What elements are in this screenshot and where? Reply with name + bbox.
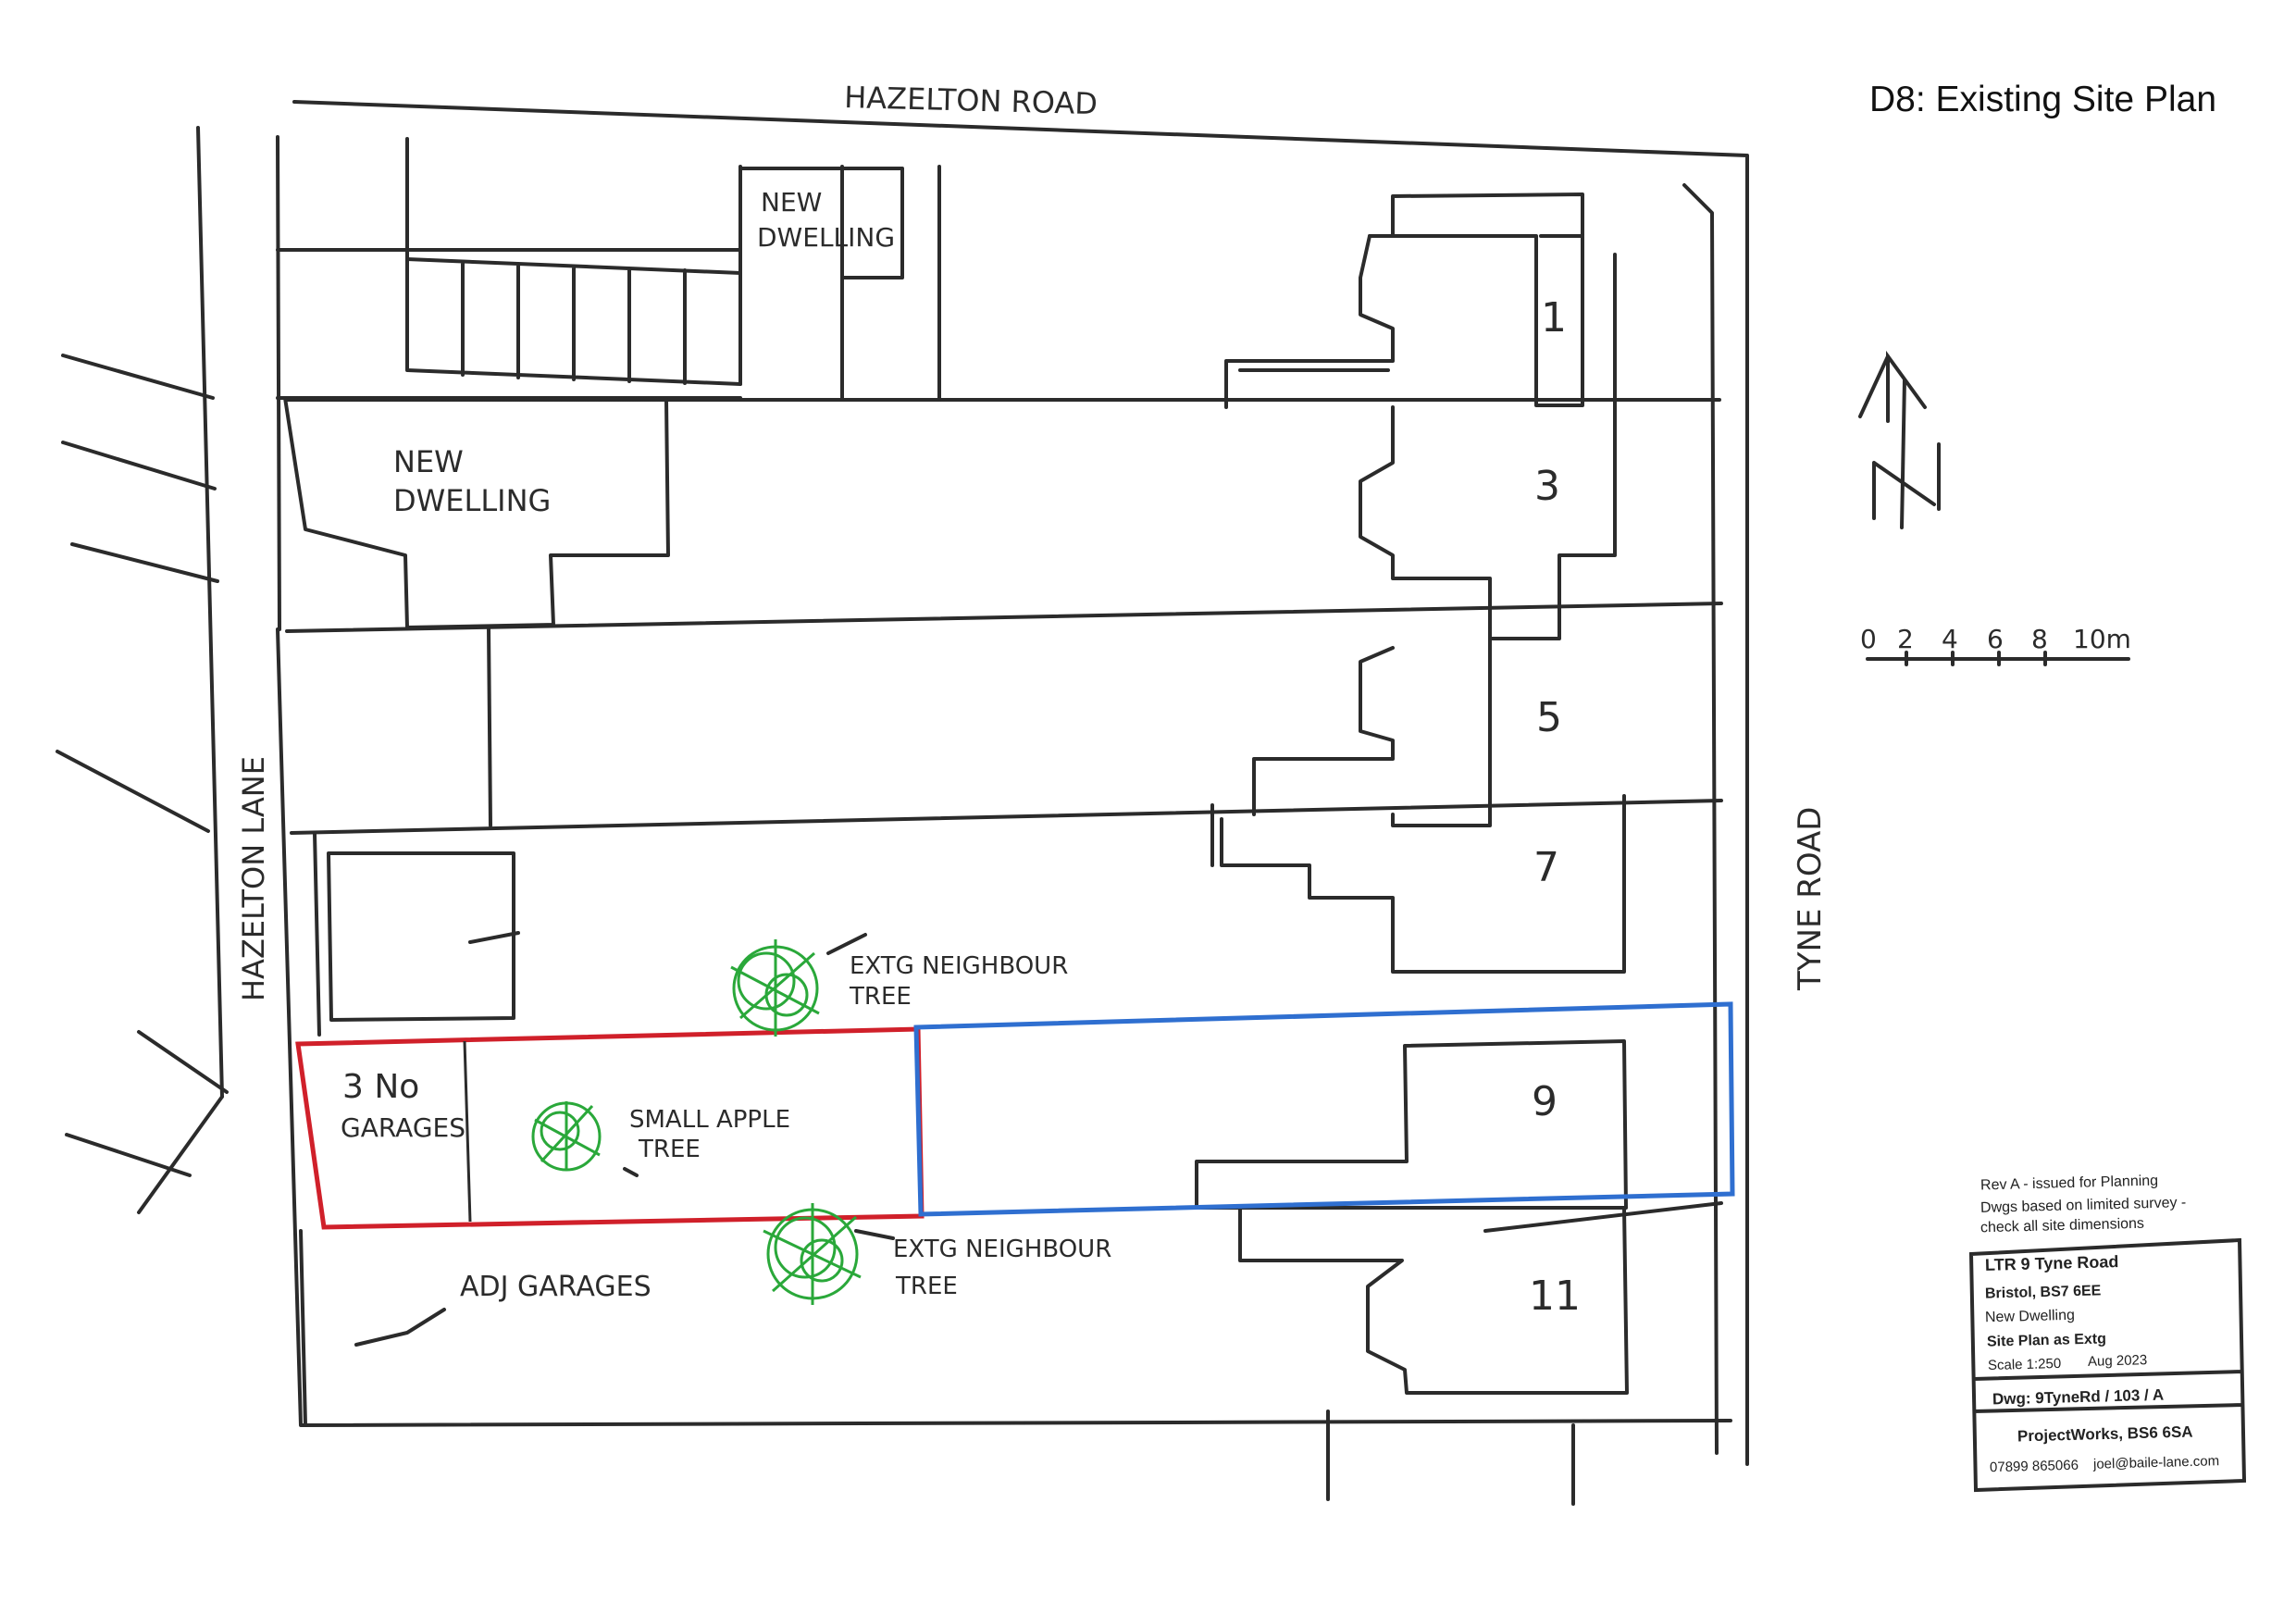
house-5-7: [1210, 627, 1626, 974]
label-neighbour-tree-top-1: EXTG NEIGHBOUR: [850, 952, 1068, 980]
apple-tree: [531, 1101, 602, 1172]
scale-tick-2: 2: [1897, 624, 1914, 654]
tb-scale: Scale 1:250: [1987, 1355, 2062, 1374]
label-neighbour-tree-bottom-2: TREE: [895, 1273, 958, 1300]
house-number-9: 9: [1532, 1078, 1558, 1125]
label-neighbour-tree-bottom-1: EXTG NEIGHBOUR: [893, 1236, 1111, 1263]
title-block-frame: [1968, 1237, 2247, 1493]
label-new-dwelling-left-2: DWELLING: [393, 483, 551, 518]
page-title: D8: Existing Site Plan: [1869, 80, 2217, 119]
leader-apple-tree: [623, 1167, 639, 1177]
site-outer-boundary: [276, 135, 1732, 1427]
house-number-3: 3: [1534, 463, 1560, 510]
scale-tick-0: 0: [1860, 624, 1877, 654]
south-frontage: [1326, 1410, 1575, 1506]
north-label: N: [1877, 534, 1881, 540]
leader-adj-garages: [354, 1308, 446, 1347]
scale-tick-8: 8: [2031, 624, 2048, 654]
label-garages-2: GARAGES: [341, 1112, 465, 1143]
house-number-5: 5: [1536, 694, 1562, 741]
house-number-11: 11: [1529, 1273, 1581, 1320]
scale-tick-6: 6: [1987, 624, 2004, 654]
house-9: [1195, 1039, 1628, 1210]
lane-diagonals: [56, 354, 229, 1177]
road-edge-hazelton-road: [292, 100, 1749, 1466]
road-edge-hazelton-lane: [137, 126, 224, 1214]
label-new-dwelling-top-1: NEW: [761, 187, 822, 217]
lane-fence: [313, 626, 515, 1037]
house-11: [1238, 1206, 1629, 1395]
label-neighbour-tree-top-2: TREE: [849, 983, 912, 1011]
garages-divider: [463, 1040, 472, 1223]
neighbour-tree-top: [730, 939, 820, 1037]
label-apple-tree-1: SMALL APPLE: [629, 1106, 790, 1134]
house-1: [1238, 234, 1584, 372]
tb-email: joel@baile-lane.com: [2092, 1453, 2220, 1472]
tb-project: LTR 9 Tyne Road: [1984, 1252, 2119, 1274]
scale-tick-4: 4: [1942, 624, 1958, 654]
upper-stalls: [405, 257, 742, 386]
label-apple-tree-2: TREE: [638, 1136, 701, 1163]
leader-neighbour-tree-bottom: [854, 1229, 895, 1240]
road-label-west: HAZELTON LANE: [236, 756, 271, 1001]
tb-desc: New Dwelling: [1984, 1307, 2076, 1326]
post-dot: [468, 931, 520, 944]
tb-sheet: Site Plan as Extg: [1986, 1331, 2107, 1350]
scale-bar: [1866, 651, 2130, 666]
label-garages-1: 3 No: [342, 1068, 419, 1106]
house-1-3-5-7: [1224, 192, 1617, 640]
road-edge-tyne-road: [1682, 183, 1719, 1455]
plot-line-5: [299, 1201, 1723, 1427]
road-label-north: HAZELTON ROAD: [844, 80, 1098, 121]
neighbour-tree-bottom: [763, 1203, 862, 1305]
label-adj-garages: ADJ GARAGES: [460, 1271, 652, 1303]
label-new-dwelling-left-1: NEW: [393, 444, 464, 479]
leader-neighbour-tree-top: [826, 933, 867, 955]
house-number-7: 7: [1533, 844, 1559, 891]
house-number-1: 1: [1541, 294, 1567, 342]
stalls-back: [405, 137, 941, 402]
label-new-dwelling-top-2: DWELLING: [757, 222, 895, 253]
north-arrow: [1858, 350, 1941, 529]
blue-ownership-boundary: [913, 1001, 1735, 1217]
plot-line-4: [290, 799, 1723, 835]
new-dwelling-top-outline: [740, 167, 904, 400]
tb-phone: 07899 865066: [1989, 1457, 2079, 1476]
road-label-east: TYNE ROAD: [1792, 807, 1829, 992]
new-dwelling-left-outline: [283, 396, 670, 629]
scale-tick-10m: 10m: [2073, 624, 2131, 654]
tb-date: Aug 2023: [2087, 1352, 2148, 1370]
tb-address: Bristol, BS7 6EE: [1984, 1283, 2102, 1302]
